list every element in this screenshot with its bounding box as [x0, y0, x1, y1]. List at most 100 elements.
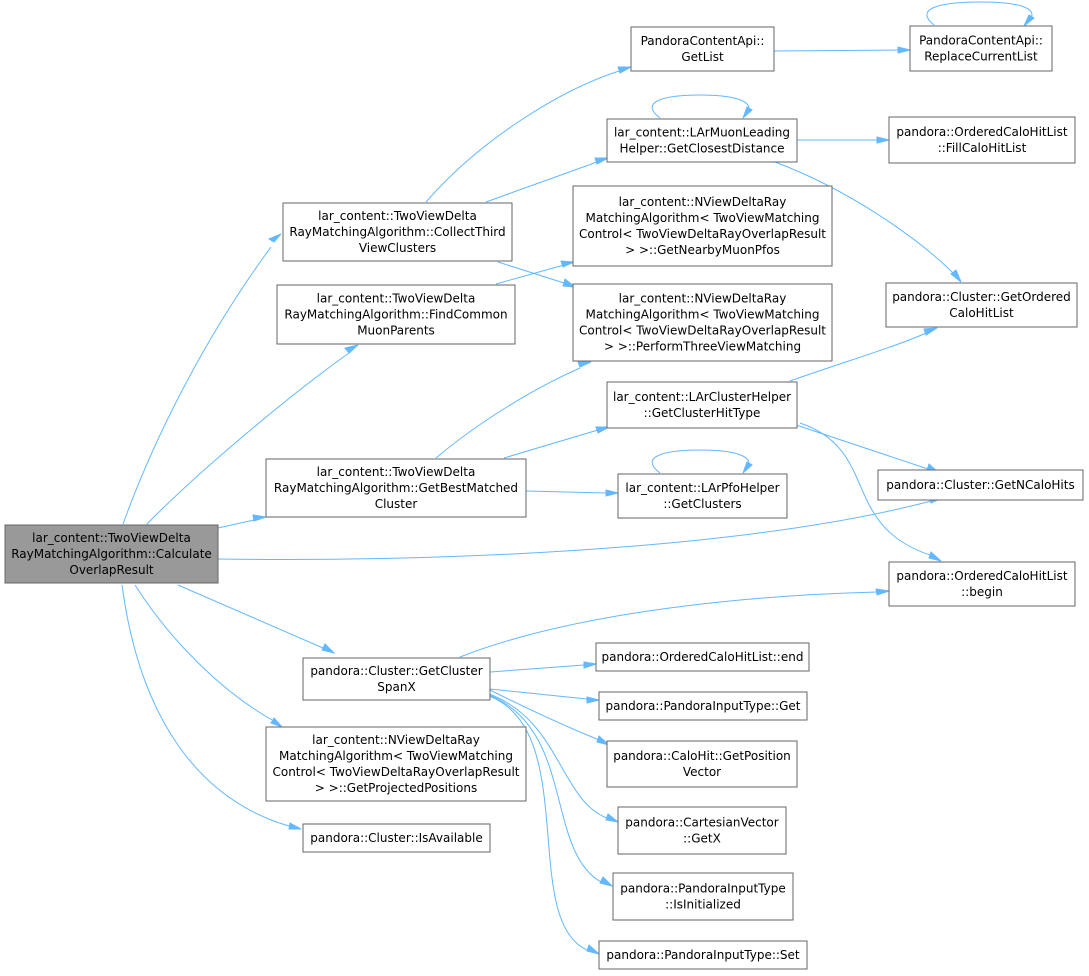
edge-line	[799, 422, 931, 556]
edge-closest_distance-self	[651, 94, 753, 119]
node-box	[265, 458, 527, 518]
node-label-line: RayMatchingAlgorithm::CollectThird	[289, 225, 505, 239]
node-get-best-matched[interactable]: lar_content::TwoViewDeltaRayMatchingAlgo…	[265, 458, 527, 518]
edge-line	[489, 689, 600, 741]
node-label-line: Control< TwoViewDeltaRayOverlapResult	[272, 765, 519, 779]
arrowhead-icon	[267, 233, 282, 243]
node-box	[282, 202, 513, 262]
edge-cluster_hit_type-get_n_calo	[789, 422, 940, 474]
arrowhead-icon	[560, 260, 575, 268]
arrowhead-icon	[605, 813, 620, 823]
edge-line	[485, 161, 598, 203]
node-box	[888, 116, 1076, 164]
node-perform-three[interactable]: lar_content::NViewDeltaRayMatchingAlgori…	[572, 283, 833, 362]
edge-calculate_overlap-find_common	[146, 344, 359, 525]
node-label-line: ReplaceCurrentList	[924, 50, 1038, 64]
node-box	[572, 283, 833, 362]
edge-closest_distance-fill_calo	[797, 136, 890, 144]
node-label-line: pandora::CartesianVector	[625, 816, 779, 830]
arrowhead-icon	[252, 514, 267, 522]
node-replace-list[interactable]: PandoraContentApi::ReplaceCurrentList	[909, 25, 1053, 72]
node-cluster-hit-type[interactable]: lar_content::LArClusterHelper::GetCluste…	[606, 381, 798, 429]
edge-line	[122, 246, 272, 525]
node-nearby-muon[interactable]: lar_content::NViewDeltaRayMatchingAlgori…	[572, 185, 833, 267]
edge-line	[773, 49, 899, 52]
node-label-line: ::GetClusters	[663, 497, 741, 511]
node-is-available[interactable]: pandora::Cluster::IsAvailable	[302, 823, 491, 853]
edge-replace_list-self	[926, 1, 1035, 27]
node-label-line: Cluster	[375, 497, 418, 511]
edge-line	[489, 688, 588, 700]
edge-line	[435, 367, 581, 459]
node-label-line: pandora::OrderedCaloHitList	[896, 569, 1067, 583]
arrowhead-icon	[595, 426, 610, 434]
node-box	[572, 185, 833, 267]
edge-line	[789, 332, 927, 382]
arrowhead-icon	[928, 551, 942, 562]
edge-get_clusters-self	[651, 449, 753, 474]
node-box	[302, 823, 491, 853]
edge-line	[146, 352, 350, 525]
node-label-line: PandoraContentApi::	[919, 34, 1043, 48]
node-label-line: ::FillCaloHitList	[938, 141, 1027, 155]
node-end[interactable]: pandora::OrderedCaloHitList::end	[595, 642, 810, 672]
node-label-line: lar_content::NViewDeltaRay	[312, 733, 480, 747]
edge-line	[177, 584, 324, 649]
node-get-list[interactable]: PandoraContentApi::GetList	[630, 26, 775, 72]
node-label-line: pandora::PandoraInputType	[620, 882, 785, 896]
edge-line	[134, 584, 273, 721]
node-input-get[interactable]: pandora::PandoraInputType::Get	[598, 691, 808, 721]
node-calculate-overlap[interactable]: lar_content::TwoViewDeltaRayMatchingAlgo…	[4, 524, 219, 584]
edge-calculate_overlap-get_cluster_spanx	[177, 584, 336, 654]
arrowhead-icon	[876, 136, 890, 144]
node-collect-third[interactable]: lar_content::TwoViewDeltaRayMatchingAlgo…	[282, 202, 513, 262]
node-get-projected[interactable]: lar_content::NViewDeltaRayMatchingAlgori…	[265, 726, 527, 802]
node-label-line: MatchingAlgorithm< TwoViewMatching	[586, 308, 820, 322]
edge-line	[503, 429, 599, 459]
edge-line	[425, 70, 620, 203]
node-box	[598, 940, 808, 970]
node-box	[617, 473, 788, 519]
arrowhead-icon	[270, 717, 283, 728]
edge-line	[217, 519, 255, 529]
node-label-line: ::IsInitialized	[665, 898, 741, 912]
node-get-clusters[interactable]: lar_content::LArPfoHelper::GetClusters	[617, 473, 788, 519]
node-input-set[interactable]: pandora::PandoraInputType::Set	[598, 940, 808, 970]
node-box	[885, 282, 1078, 328]
edge-line	[488, 695, 588, 951]
edge-line	[926, 1, 1033, 26]
arrowhead-icon	[605, 489, 619, 497]
node-begin[interactable]: pandora::OrderedCaloHitList::begin	[888, 561, 1076, 607]
edge-line	[489, 664, 585, 673]
edge-closest_distance-get_ordered	[774, 161, 962, 283]
node-find-common[interactable]: lar_content::TwoViewDeltaRayMatchingAlgo…	[276, 284, 516, 345]
arrowhead-icon	[288, 822, 302, 830]
node-box	[606, 118, 798, 163]
node-get-n-calo[interactable]: pandora::Cluster::GetNCaloHits	[877, 469, 1084, 501]
edge-get_best_matched-perform_three	[435, 361, 592, 459]
node-label-line: pandora::OrderedCaloHitList	[896, 125, 1067, 139]
arrowhead-icon	[586, 696, 600, 704]
edge-get_best_matched-get_clusters	[525, 489, 619, 497]
node-label-line: ::begin	[961, 585, 1003, 599]
arrowhead-icon	[875, 588, 890, 596]
node-closest-distance[interactable]: lar_content::LArMuonLeadingHelper::GetCl…	[606, 118, 798, 163]
arrowhead-icon	[562, 278, 577, 288]
edge-find_common-nearby_muon	[495, 260, 575, 285]
node-fill-calo[interactable]: pandora::OrderedCaloHitList::FillCaloHit…	[888, 116, 1076, 164]
node-label-line: CaloHitList	[949, 306, 1014, 320]
edge-calculate_overlap-collect_third	[122, 233, 282, 525]
node-is-initialized[interactable]: pandora::PandoraInputType::IsInitialized	[612, 872, 794, 921]
edge-get_list-replace_list	[773, 46, 911, 54]
node-label-line: PandoraContentApi::	[641, 34, 765, 48]
edge-line	[651, 449, 750, 474]
edge-get_cluster_spanx-is_initialized	[488, 694, 614, 887]
node-box	[265, 726, 527, 802]
node-getx[interactable]: pandora::CartesianVector::GetX	[617, 806, 787, 855]
node-label-line: Control< TwoViewDeltaRayOverlapResult	[579, 227, 826, 241]
node-box	[606, 740, 798, 788]
edge-line	[217, 499, 936, 560]
